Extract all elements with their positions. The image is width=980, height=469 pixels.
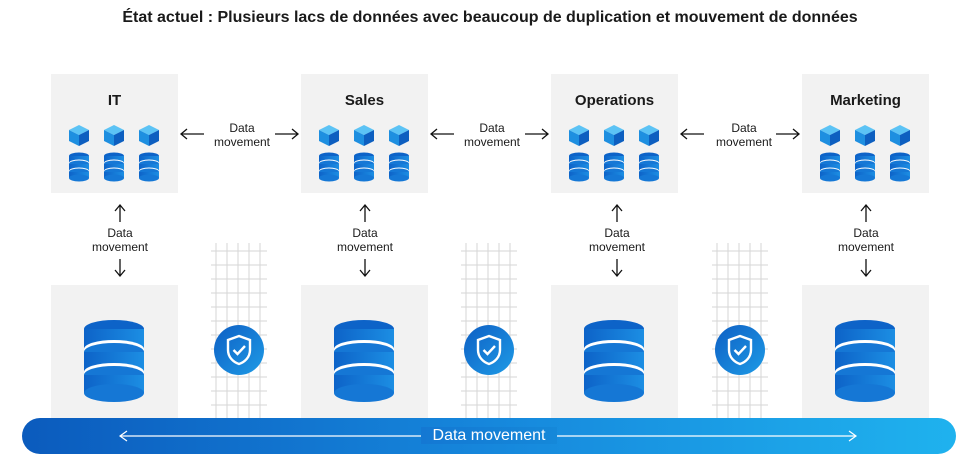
double-arrow-icon bbox=[429, 128, 550, 140]
shield-check-icon bbox=[715, 325, 765, 375]
data-lake-box-operations bbox=[551, 285, 678, 435]
dept-name: IT bbox=[107, 92, 122, 109]
double-arrow-icon bbox=[860, 203, 872, 278]
database-icon bbox=[584, 320, 644, 402]
data-lake-box-it bbox=[51, 285, 178, 435]
data-lake-box-sales bbox=[301, 285, 428, 435]
database-icon bbox=[334, 320, 394, 402]
database-icon bbox=[835, 320, 895, 402]
dept-name: Operations bbox=[574, 92, 655, 109]
dept-box-sales: Sales bbox=[301, 74, 428, 193]
double-arrow-icon bbox=[611, 203, 623, 278]
shield-check-icon bbox=[214, 325, 264, 375]
dept-box-operations: Operations bbox=[551, 74, 678, 193]
dept-name: Marketing bbox=[830, 92, 901, 109]
diagram-title: État actuel : Plusieurs lacs de données … bbox=[122, 9, 858, 26]
double-arrow-icon bbox=[359, 203, 371, 278]
data-lake-icons bbox=[820, 125, 910, 182]
data-lake-icons bbox=[69, 125, 159, 182]
dept-name: Sales bbox=[344, 92, 385, 109]
data-lake-box-marketing bbox=[802, 285, 929, 435]
data-lake-icons bbox=[569, 125, 659, 182]
database-icon bbox=[84, 320, 144, 402]
dept-box-marketing: Marketing bbox=[802, 74, 929, 193]
shield-check-icon bbox=[464, 325, 514, 375]
data-lake-icons bbox=[319, 125, 409, 182]
dept-box-it: IT bbox=[51, 74, 178, 193]
data-movement-banner: Data movement bbox=[22, 418, 956, 454]
double-arrow-icon bbox=[114, 203, 126, 278]
double-arrow-icon bbox=[679, 128, 801, 140]
double-arrow-icon bbox=[179, 128, 300, 140]
banner-label: Data movement bbox=[22, 418, 956, 454]
